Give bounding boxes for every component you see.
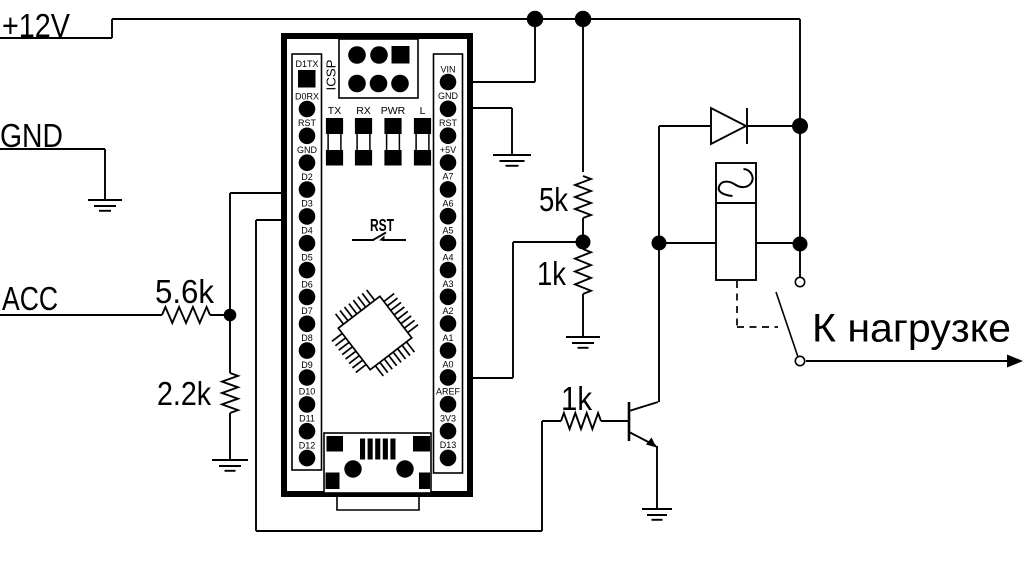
svg-text:1k: 1k — [561, 380, 592, 417]
svg-text:D4: D4 — [301, 226, 313, 236]
svg-text:A3: A3 — [442, 279, 453, 289]
svg-text:A2: A2 — [442, 306, 453, 316]
svg-text:ACC: ACC — [2, 280, 58, 317]
svg-text:D8: D8 — [301, 333, 313, 343]
svg-text:D10: D10 — [299, 387, 316, 397]
svg-text:A5: A5 — [442, 225, 453, 235]
svg-text:5.6k: 5.6k — [155, 273, 214, 310]
svg-text:1k: 1k — [537, 255, 566, 292]
svg-text:D13: D13 — [440, 440, 457, 450]
svg-text:ICSP: ICSP — [324, 60, 339, 91]
svg-text:D2: D2 — [301, 172, 313, 182]
svg-text:+5V: +5V — [440, 145, 456, 155]
svg-text:L: L — [420, 105, 426, 117]
svg-text:VIN: VIN — [440, 64, 455, 74]
svg-text:RX: RX — [356, 105, 371, 117]
svg-text:A0: A0 — [442, 360, 453, 370]
svg-text:RST: RST — [298, 118, 317, 128]
svg-text:AREF: AREF — [436, 387, 461, 397]
svg-text:RST: RST — [439, 118, 458, 128]
svg-text:2.2k: 2.2k — [157, 375, 211, 412]
svg-text:D5: D5 — [301, 252, 313, 262]
svg-text:PWR: PWR — [381, 105, 406, 117]
svg-text:5k: 5k — [539, 181, 568, 218]
svg-text:A4: A4 — [442, 252, 453, 262]
svg-text:D3: D3 — [301, 199, 313, 209]
svg-text:A6: A6 — [442, 199, 453, 209]
svg-text:GND: GND — [438, 91, 459, 101]
svg-text:D9: D9 — [301, 360, 313, 370]
svg-text:D7: D7 — [301, 306, 313, 316]
svg-text:TX: TX — [328, 105, 341, 117]
svg-text:D12: D12 — [299, 440, 316, 450]
svg-text:D6: D6 — [301, 279, 313, 289]
svg-text:D1TX: D1TX — [295, 59, 318, 69]
svg-text:GND: GND — [0, 117, 63, 154]
svg-text:GND: GND — [297, 145, 318, 155]
svg-text:A7: A7 — [442, 172, 453, 182]
svg-text:+12V: +12V — [2, 7, 70, 44]
svg-text:A1: A1 — [442, 333, 453, 343]
svg-text:RST: RST — [370, 215, 394, 235]
svg-text:3V3: 3V3 — [440, 413, 456, 423]
svg-text:D0RX: D0RX — [295, 91, 319, 101]
svg-text:К нагрузке: К нагрузке — [812, 307, 1011, 351]
svg-text:D11: D11 — [299, 414, 315, 424]
